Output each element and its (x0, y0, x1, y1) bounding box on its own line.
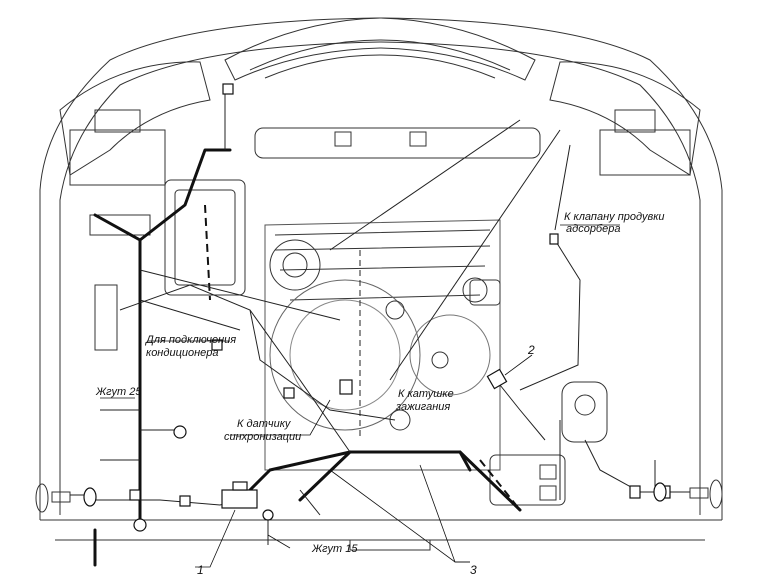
purge-valve-label-line2: адсорбера (566, 223, 621, 235)
ignition-coil-label-line1: К катушке (398, 388, 454, 400)
alternator (269, 239, 321, 291)
harness-25-branch (93, 213, 142, 242)
left-headlight-housing (59, 61, 211, 176)
left-lamp (35, 483, 49, 513)
washer-reservoir (489, 454, 566, 506)
engine-block (264, 219, 501, 471)
harness-25-trunk (138, 148, 232, 532)
sync-sensor-label-line1: К датчику (237, 418, 291, 430)
connector-2 (486, 368, 508, 390)
connector-1 (221, 489, 258, 509)
harness-bottom-run (238, 450, 522, 512)
fan-hub (409, 314, 491, 396)
radiator-tank (254, 127, 541, 159)
callout-1: 1 (197, 563, 204, 577)
sync-sensor-label-line2: синхронизации (224, 431, 302, 443)
battery (164, 179, 246, 296)
purge-valve-label-line1: К клапану продувки (564, 211, 665, 223)
body-outline (39, 17, 723, 520)
harness-15-label: Жгут 15 (312, 543, 358, 555)
grille-hump (224, 17, 536, 81)
right-block (599, 129, 691, 176)
ac-connection-label-line2: кондиционера (146, 347, 219, 359)
body-inner-outline (59, 41, 701, 515)
harness-25-label: Жгут 25 (96, 386, 142, 398)
expansion-tank (561, 381, 608, 443)
right-lamp (709, 479, 723, 509)
callout-2: 2 (528, 343, 535, 357)
ignition-coil-label-line2: зажигания (396, 401, 451, 413)
right-headlight-housing (549, 61, 701, 176)
left-block (69, 129, 166, 186)
callout-3: 3 (470, 563, 477, 577)
ac-connection-label-line1: Для подключения (146, 334, 237, 346)
pulley (269, 279, 421, 431)
